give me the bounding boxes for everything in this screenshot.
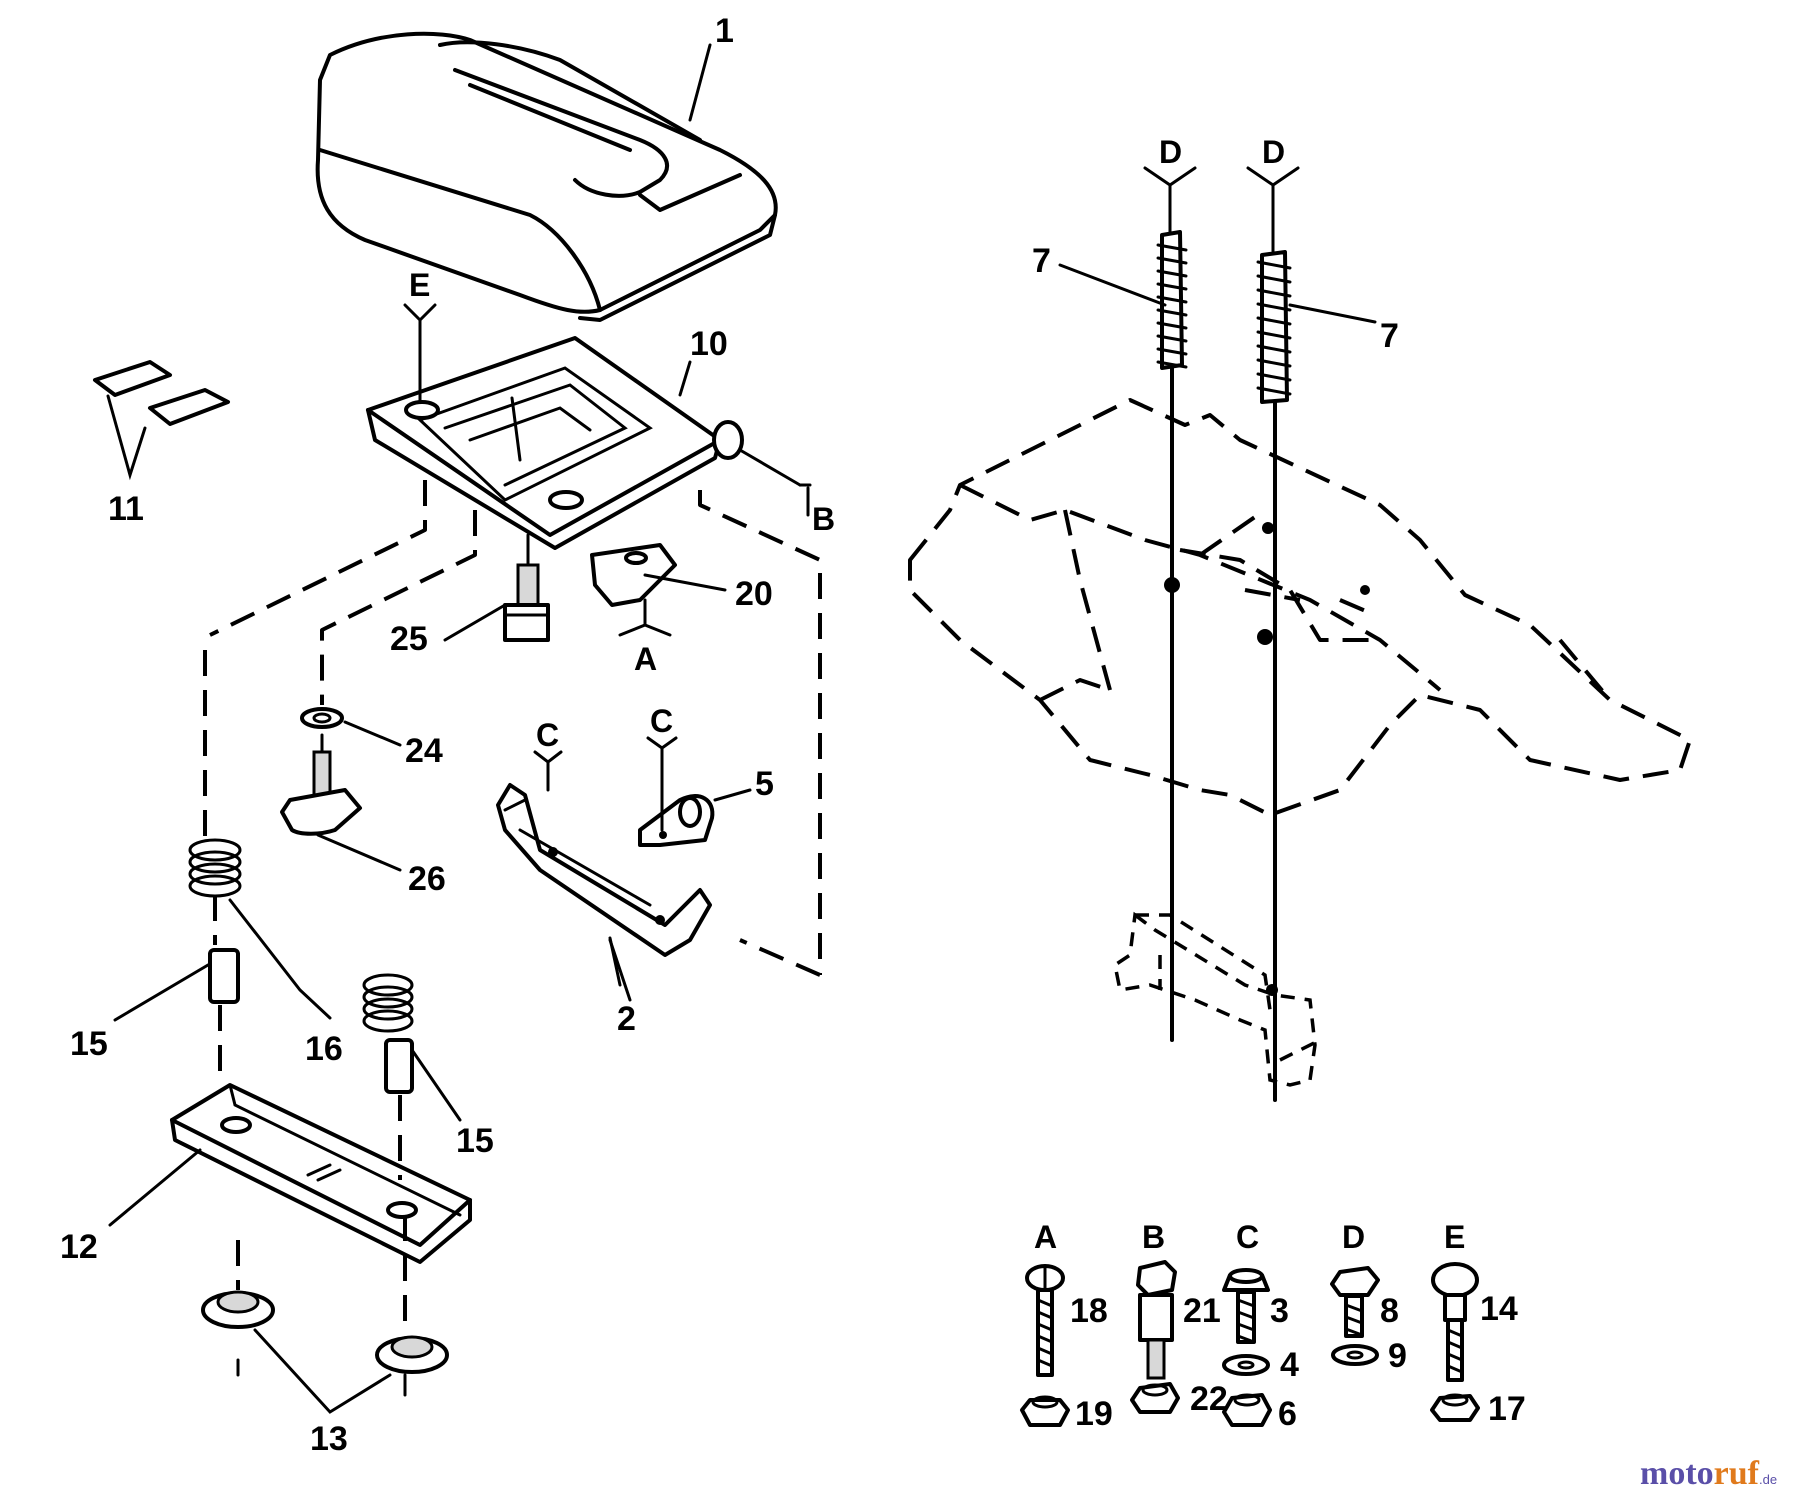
callout-15b: 15 [456, 1122, 494, 1160]
callout-15a: 15 [70, 1025, 108, 1063]
callout-17: 17 [1488, 1390, 1526, 1428]
callout-3: 3 [1270, 1292, 1289, 1330]
callout-12: 12 [60, 1228, 98, 1266]
connector-d-left: D [1159, 134, 1182, 170]
spring-rods-part [1058, 230, 1377, 1102]
callout-14: 14 [1480, 1290, 1518, 1328]
connector-c-right: C [650, 703, 673, 739]
connector-a: A [634, 641, 657, 677]
callout-21: 21 [1183, 1292, 1221, 1330]
clip-part [590, 543, 727, 607]
callout-7b: 7 [1380, 317, 1399, 355]
key-letter-c: C [1236, 1219, 1259, 1255]
callout-6: 6 [1278, 1395, 1297, 1433]
key-letter-e: E [1444, 1219, 1465, 1255]
connector-e: E [409, 267, 430, 303]
key-letter-a: A [1034, 1219, 1057, 1255]
callout-10: 10 [690, 325, 728, 363]
callout-22: 22 [1190, 1380, 1228, 1418]
callout-1: 1 [715, 12, 734, 50]
callout-5: 5 [755, 765, 774, 803]
hardware-key [1020, 1260, 1480, 1427]
callout-4: 4 [1280, 1346, 1299, 1384]
shoulder-bolt-part [443, 563, 550, 642]
connector-c-left: C [536, 717, 559, 753]
connector-symbols [403, 166, 1300, 832]
seat-pan-part [366, 336, 802, 550]
key-letter-b: B [1142, 1219, 1165, 1255]
seat-cushion-part [315, 31, 778, 322]
key-letter-d: D [1342, 1219, 1365, 1255]
pads-part [93, 360, 230, 481]
svg-text:motoruf.de: motoruf.de [1640, 1455, 1777, 1492]
callout-8: 8 [1380, 1292, 1399, 1330]
seat-bracket-part [496, 783, 712, 987]
connector-letters: E B A C C D D [409, 134, 1285, 753]
watermark-part3: .de [1759, 1472, 1777, 1487]
callout-numbers: 1 10 11 20 25 24 26 5 2 15 16 15 12 13 7… [60, 12, 1526, 1458]
callout-2: 2 [617, 1000, 636, 1038]
connector-b: B [812, 501, 835, 537]
knob-assembly-part [280, 707, 402, 872]
bushings-part [201, 1290, 449, 1414]
clamp-part [638, 788, 752, 847]
springs-part [188, 838, 414, 1033]
connector-d-right: D [1262, 134, 1285, 170]
callout-16: 16 [305, 1030, 343, 1068]
callout-25: 25 [390, 620, 428, 658]
callout-11: 11 [108, 490, 144, 528]
spacers-part [113, 948, 462, 1122]
watermark-logo: motoruf.de [1640, 1455, 1777, 1492]
base-plate-part [108, 1083, 472, 1264]
assembly-lines [203, 480, 822, 1397]
watermark-part2: ruf [1714, 1455, 1760, 1492]
tractor-body [908, 398, 1692, 1087]
hardware-key-letters: A B C D E [1034, 1219, 1465, 1255]
watermark-part1: moto [1640, 1455, 1714, 1492]
callout-7a: 7 [1032, 242, 1051, 280]
callout-20: 20 [735, 575, 773, 613]
callout-19: 19 [1075, 1395, 1113, 1433]
callout-13: 13 [310, 1420, 348, 1458]
callout-24: 24 [405, 732, 443, 770]
callout-9: 9 [1388, 1337, 1407, 1375]
callout-26: 26 [408, 860, 446, 898]
callout-18: 18 [1070, 1292, 1108, 1330]
